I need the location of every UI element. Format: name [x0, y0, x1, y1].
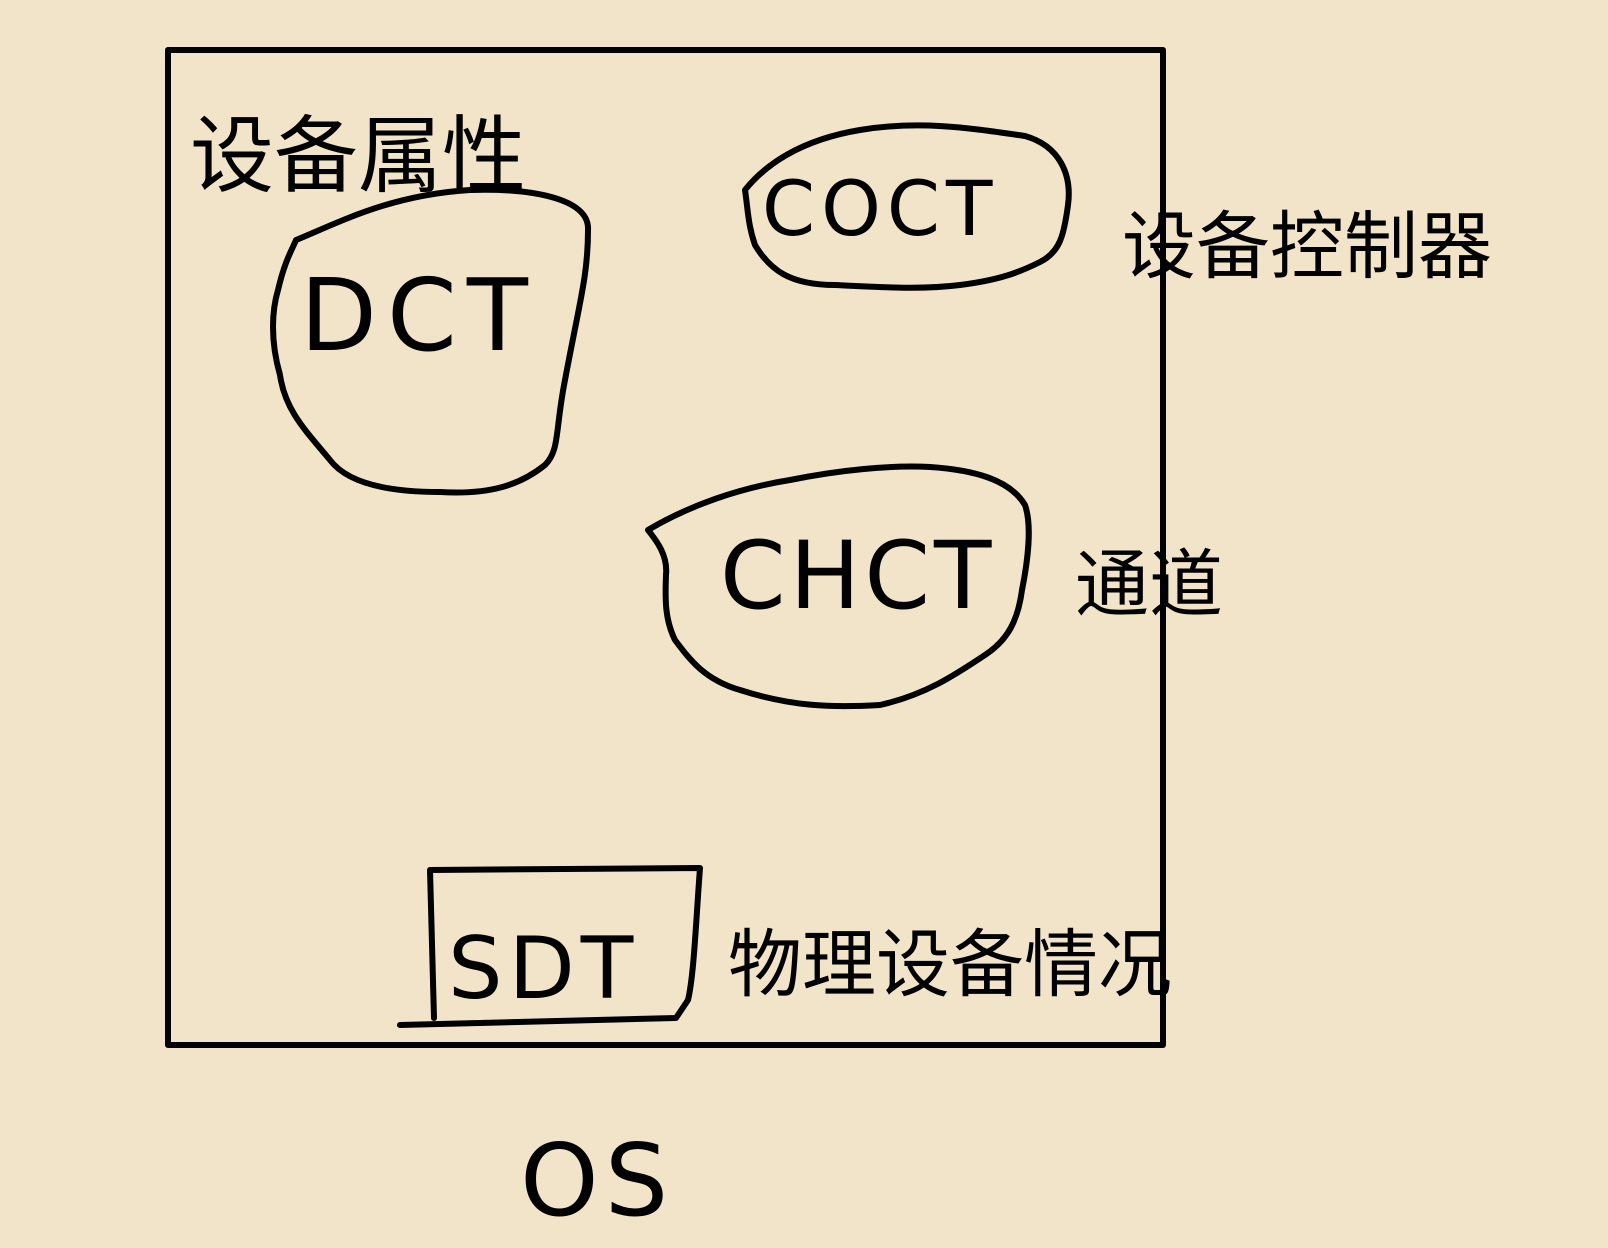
node-chct-caption: 通道 [1075, 542, 1223, 628]
node-dct-outline [270, 186, 592, 496]
node-coct-label: COCT [762, 164, 998, 253]
node-sdt-outline [397, 865, 703, 1028]
node-chct-label: CHCT [720, 522, 995, 631]
node-dct: DCT 设备属性 [190, 107, 592, 496]
os-container-label: OS [520, 1122, 674, 1239]
os-container-box [165, 47, 1166, 1048]
node-chct: CHCT 通道 [645, 463, 1223, 710]
node-dct-caption: 设备属性 [190, 107, 526, 205]
node-sdt-label: SDT [448, 919, 639, 1019]
node-sdt-caption: 物理设备情况 [728, 922, 1172, 1008]
node-sdt: SDT 物理设备情况 [397, 865, 1172, 1028]
node-coct-caption: 设备控制器 [1122, 204, 1492, 290]
node-coct-outline [742, 122, 1072, 291]
node-coct: COCT 设备控制器 [742, 122, 1492, 291]
node-chct-outline [645, 463, 1032, 710]
node-dct-label: DCT [300, 257, 538, 374]
